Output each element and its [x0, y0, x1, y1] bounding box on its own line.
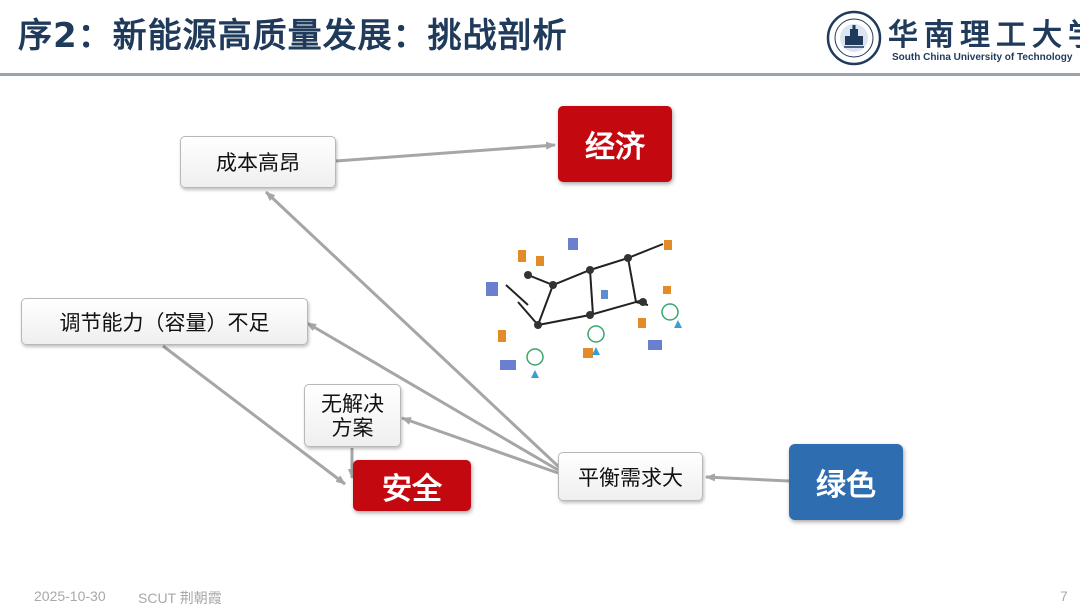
node-balance-demand: 平衡需求大 — [558, 452, 703, 501]
university-logo: 华南理工大学 South China University of Technol… — [826, 8, 1080, 68]
arrow-green-to-balance — [705, 473, 790, 483]
node-economy: 经济 — [558, 106, 672, 182]
logo-english-name: South China University of Technology — [892, 52, 1073, 63]
node-cost-high: 成本高昂 — [180, 136, 336, 188]
arrow-balance-to-cost — [264, 190, 562, 470]
logo-chinese-name: 华南理工大学 — [888, 18, 1080, 53]
footer-date: 2025-10-30 — [34, 588, 106, 604]
arrow-regulation-to-safety — [162, 344, 346, 486]
node-green: 绿色 — [789, 444, 903, 520]
arrow-balance-to-regulation — [306, 321, 559, 472]
arrow-cost-to-economy — [335, 141, 556, 163]
node-safety: 安全 — [353, 460, 471, 511]
node-no-solution-line2: 方案 — [331, 415, 374, 440]
slide-title: 序2：新能源高质量发展：挑战剖析 — [18, 16, 568, 56]
node-no-solution: 无解决 方案 — [304, 384, 401, 447]
node-no-solution-line1: 无解决 — [321, 391, 384, 416]
title-divider — [0, 73, 1080, 76]
page-number: 7 — [1060, 588, 1068, 604]
arrow-balance-to-no-solution — [401, 416, 559, 475]
university-seal-icon — [826, 10, 882, 66]
footer-author: SCUT 荆朝霞 — [138, 590, 222, 606]
node-regulation-insufficient: 调节能力（容量）不足 — [21, 298, 308, 345]
power-grid-illustration — [486, 238, 682, 378]
